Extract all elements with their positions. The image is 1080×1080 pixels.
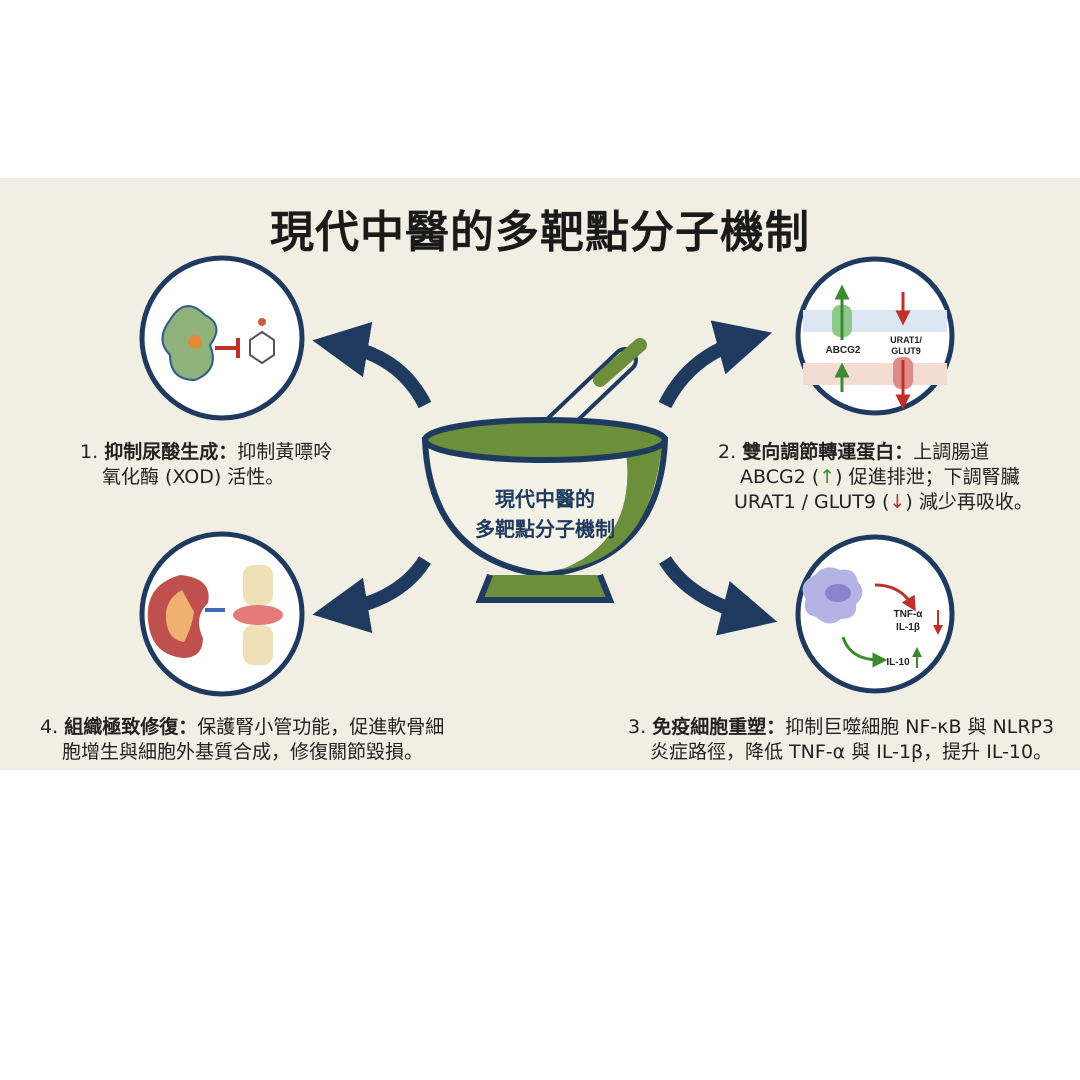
arrow-to-immune: [659, 556, 778, 636]
arrow-to-tissue: [312, 556, 431, 634]
mechanism-desc: 上調腸道: [913, 441, 990, 463]
mechanism-4-text: 4. 組織極致修復：保護腎小管功能，促進軟骨細 胞增生與細胞外基質合成，修復關節…: [40, 715, 444, 765]
mechanism-heading: 免疫細胞重塑：: [652, 716, 786, 738]
mechanism-desc: 炎症路徑，降低 TNF-α 與 IL-1β，提升 IL-10。: [650, 741, 1053, 763]
transporter-icon: ABCG2 URAT1/ GLUT9: [795, 256, 955, 416]
mechanism-desc: 胞增生與細胞外基質合成，修復關節毀損。: [62, 741, 424, 763]
abcg2-label: ABCG2: [825, 345, 860, 356]
mortar-label: 現代中醫的 多靶點分子機制: [455, 484, 635, 544]
mechanism-desc: 抑制巨噬細胞 NF-κB 與 NLRP3: [785, 716, 1055, 738]
mechanism-desc: 抑制黃嘌呤: [237, 441, 333, 463]
urat1-label: URAT1/: [890, 335, 922, 345]
mechanism-desc: ) 減少再吸收。: [905, 491, 1033, 513]
mechanism-heading: 組織極致修復：: [64, 716, 198, 738]
mortar-pestle-icon: [421, 338, 669, 603]
up-arrow-icon: ↑: [819, 466, 836, 488]
arrow-to-transporter: [658, 320, 773, 409]
mortar-label-line2: 多靶點分子機制: [475, 517, 615, 541]
mechanism-desc: ) 促進排泄；下調腎臟: [835, 466, 1020, 488]
mechanism-number: 3.: [628, 716, 647, 738]
mechanism-desc: URAT1 / GLUT9 (: [734, 491, 890, 513]
il1b-label: IL-1β: [896, 622, 920, 633]
glut9-label: GLUT9: [891, 346, 921, 356]
down-arrow-icon: ↓: [889, 491, 906, 513]
mechanism-number: 2.: [718, 441, 737, 463]
mechanism-heading: 抑制尿酸生成：: [104, 441, 238, 463]
xod-inhibition-icon: [139, 255, 305, 421]
mechanism-heading: 雙向調節轉運蛋白：: [742, 441, 914, 463]
kidney-joint-icon: [139, 531, 305, 697]
mechanism-3-text: 3. 免疫細胞重塑：抑制巨噬細胞 NF-κB 與 NLRP3 炎症路徑，降低 T…: [628, 715, 1054, 765]
mechanism-desc: ABCG2 (: [740, 466, 820, 488]
mechanism-number: 1.: [80, 441, 99, 463]
mortar-label-line1: 現代中醫的: [495, 487, 595, 511]
macrophage-icon: TNF-α IL-1β IL-10: [795, 534, 955, 694]
tnf-label: TNF-α: [894, 609, 924, 620]
mechanism-desc: 保護腎小管功能，促進軟骨細: [197, 716, 445, 738]
arrow-to-xod: [312, 321, 432, 409]
mechanism-number: 4.: [40, 716, 59, 738]
mechanism-2-text: 2. 雙向調節轉運蛋白：上調腸道 ABCG2 (↑) 促進排泄；下調腎臟 URA…: [718, 440, 1033, 515]
mechanism-1-text: 1. 抑制尿酸生成：抑制黃嘌呤 氧化酶 (XOD) 活性。: [80, 440, 332, 490]
il10-label: IL-10: [886, 657, 910, 668]
page-title: 現代中醫的多靶點分子機制: [270, 207, 810, 258]
mechanism-desc: 氧化酶 (XOD) 活性。: [102, 466, 285, 488]
